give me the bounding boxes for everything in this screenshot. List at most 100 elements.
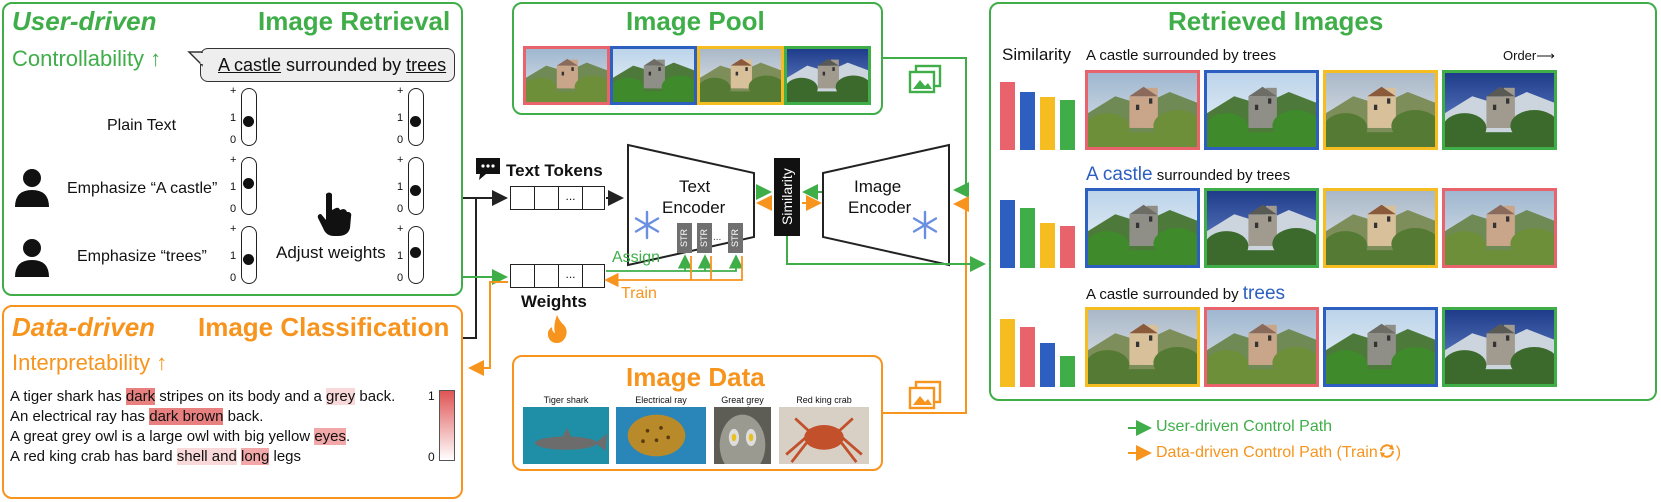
tick-plus: + [397,223,404,235]
train-label: Train [621,285,657,302]
data-driven-panel [2,305,463,499]
pool-thumbnail [610,46,697,105]
weight-ellipsis: ... [559,265,583,287]
query-bubble [200,48,455,82]
snowflake-icon [912,210,938,240]
image-data-caption: Tiger shark [543,395,589,405]
image-data-thumbnail [714,407,771,464]
image-data-caption: Red king crab [796,395,852,405]
retrieved-thumbnail [1085,188,1200,268]
sentence-text: back. [355,388,396,405]
tick-zero: 0 [230,203,237,215]
text-tokens-label: Text Tokens [506,161,603,180]
weight-slider [241,226,257,284]
weight-slider-knob [243,178,254,190]
person-icon [15,239,49,277]
retrieved-thumbnail [1204,307,1319,387]
highlighted-concept: eyes [314,428,346,445]
query-emph-trees: trees [406,55,447,75]
retrieved-thumbnail [1085,70,1200,150]
heat-scale-min: 0 [428,450,435,464]
image-data-title: Image Data [626,362,765,392]
person-icon [15,169,49,207]
token-cell [535,187,559,209]
concept-sentence: A tiger shark has dark stripes on its bo… [10,388,395,405]
image-encoder-label-2: Encoder [848,198,912,217]
legend-close-paren: ) [1395,444,1402,461]
tick-plus: + [230,223,237,235]
pool-thumbnail [697,46,784,105]
retrieved-images-title: Retrieved Images [1168,6,1384,36]
cycle-icon [1379,444,1394,458]
image-pool-title: Image Pool [626,6,765,36]
weight-slider [241,157,257,215]
concept-sentence: A great grey owl is a large owl with big… [10,428,350,445]
text-encoder-label-2: Encoder [662,198,726,217]
concept-sentence: An electrical ray has dark brown back. [10,408,263,425]
interpretability-label: Interpretability ↑ [12,350,168,375]
highlighted-concept: shell and [176,448,237,465]
weight-slider [408,88,424,146]
tick-one: 1 [397,181,404,194]
weight-slider-knob [243,254,254,266]
similarity-bar [1040,343,1055,387]
query-mid: surrounded by [281,55,407,75]
query-text: A castle surrounded by trees [218,55,446,76]
highlighted-concept: dark [125,388,156,405]
query-text: A castle surrounded by [1086,286,1243,303]
similarity-bar [1000,82,1015,150]
retrieved-thumbnail [1204,188,1319,268]
weight-slider-knob [410,116,421,128]
text-encoder-label-1: Text [679,177,711,196]
order-label: Order⟶ [1503,48,1555,63]
query-text: surrounded by trees [1152,167,1291,184]
token-ellipsis: ... [559,187,583,209]
text-token-row: ... [510,186,605,210]
images-icon [908,380,942,410]
pointing-hand-icon [317,192,352,236]
weights-label: Weights [521,292,587,311]
weight-cell [511,265,535,287]
assign-label: Assign [612,249,661,266]
text-encoder [627,143,755,267]
chat-icon [476,158,500,180]
tick-one: 1 [397,112,404,125]
weight-slider [408,226,424,284]
tick-plus: + [397,154,404,166]
retrieved-thumbnail [1085,307,1200,387]
tick-zero: 0 [230,134,237,146]
highlighted-concept: long [240,448,270,465]
similarity-bar [1060,225,1075,268]
row-label-trees: Emphasize “trees” [77,248,207,265]
weight-slider-knob [243,116,254,128]
images-icon [908,64,942,94]
adjust-weights-label: Adjust weights [276,243,386,262]
weight-slider [408,157,424,215]
pool-thumbnail [784,46,871,105]
image-pool-panel [512,2,883,115]
highlighted-concept: grey [326,388,356,405]
similarity-bar [1060,99,1075,150]
weight-cell [535,265,559,287]
tick-zero: 0 [397,134,404,146]
image-encoder-label-1: Image [854,177,902,196]
similarity-bar [1020,92,1035,150]
data-driven-title: Data-driven [12,312,156,342]
sentence-text: A red king crab has bard [10,448,177,465]
row-label-castle: Emphasize “A castle” [67,180,218,197]
retrieved-thumbnail [1323,188,1438,268]
query-emphasized: A castle [1086,164,1153,185]
legend-data-path-text: Data-driven Control Path (Train [1156,444,1378,461]
retrieved-thumbnail [1204,70,1319,150]
similarity-header: Similarity [1002,45,1071,64]
retrieved-query: A castle surrounded by trees [1086,47,1276,64]
retrieved-thumbnail [1323,70,1438,150]
tick-one: 1 [230,181,237,194]
query-text: A castle surrounded by trees [1086,47,1277,64]
query-emph-castle: A castle [218,55,282,75]
sentence-text: An electrical ray has [10,408,150,425]
similarity-block [774,158,800,236]
query-emphasized: trees [1242,283,1286,304]
heat-scale-max: 1 [428,389,435,403]
